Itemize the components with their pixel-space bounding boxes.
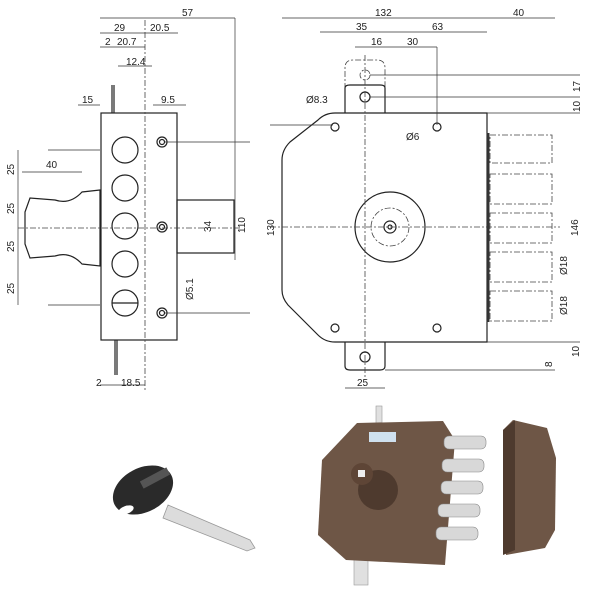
- bolt-stub: [176, 199, 235, 254]
- dim-20-7: 20.7: [117, 37, 137, 48]
- dim-25-a: 25: [6, 163, 17, 175]
- dim-25-b: 25: [6, 202, 17, 214]
- dim-2-bottom: 2: [96, 378, 102, 389]
- dim-8: 8: [544, 361, 555, 367]
- dim-34: 34: [203, 220, 214, 232]
- dim-9-5: 9.5: [161, 95, 175, 106]
- screw-holes: [156, 136, 168, 319]
- dim-63: 63: [432, 22, 444, 33]
- dim-20-5: 20.5: [150, 23, 170, 34]
- dim-16: 16: [371, 37, 383, 48]
- dim-40-side: 40: [46, 160, 58, 171]
- dim-130: 130: [266, 219, 277, 236]
- dim-40-front: 40: [513, 8, 525, 19]
- side-view: 57 29 20.5 2 20.7 12.4 15 9.5 40 25 25 2…: [6, 8, 250, 390]
- dim-30: 30: [407, 37, 419, 48]
- dim-2-top: 2: [105, 37, 111, 48]
- dim-10-bottom: 10: [571, 345, 582, 357]
- dim-18-5: 18.5: [121, 378, 141, 389]
- dim-8-3: Ø8.3: [306, 95, 328, 106]
- dim-18-b: Ø18: [559, 296, 570, 315]
- dim-6: Ø6: [406, 132, 420, 143]
- dim-110: 110: [237, 217, 248, 233]
- dim-132: 132: [375, 8, 392, 19]
- dim-35: 35: [356, 22, 368, 33]
- front-view: 132 40 35 63 16 30 Ø8.3 Ø6 17 10 130 146…: [266, 8, 583, 389]
- dim-18-a: Ø18: [559, 256, 570, 275]
- dim-146: 146: [570, 219, 581, 236]
- lock-product-image: [318, 405, 556, 586]
- strike-plate-photo: [503, 420, 556, 555]
- brand-label: [369, 432, 396, 442]
- lock-body-front: [281, 112, 488, 343]
- bolts-photo: [435, 435, 487, 541]
- bolts-dashed: [489, 134, 553, 322]
- dim-25-d: 25: [6, 282, 17, 294]
- dim-57: 57: [182, 8, 194, 19]
- dim-10-top: 10: [572, 100, 583, 112]
- dim-17: 17: [572, 80, 583, 92]
- dim-29: 29: [114, 23, 126, 34]
- key-blade: [162, 504, 256, 552]
- dim-25-front: 25: [357, 378, 369, 389]
- dim-15: 15: [82, 95, 94, 106]
- dim-12-4: 12.4: [126, 57, 146, 68]
- bolt-holes: [111, 136, 139, 317]
- cylinder-knob: [24, 189, 101, 267]
- dim-25-c: 25: [6, 240, 17, 252]
- dim-5-1: Ø5.1: [185, 278, 196, 300]
- key-image: [112, 465, 256, 552]
